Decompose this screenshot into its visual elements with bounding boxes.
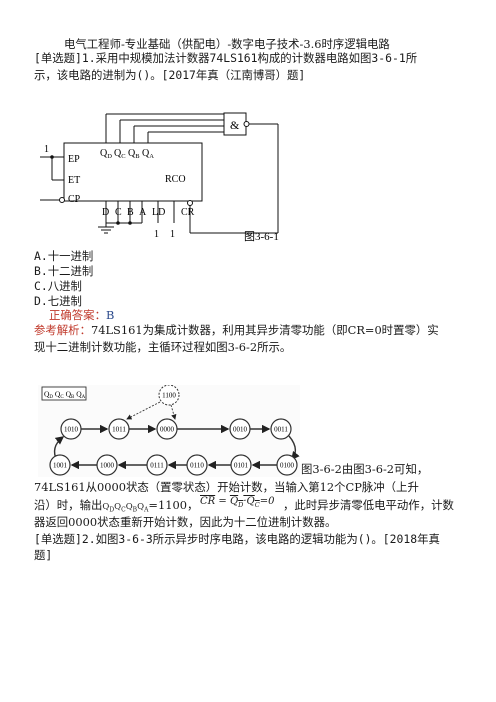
pin-cp: CP [68,194,81,205]
option-c[interactable]: C.八进制 [34,279,82,293]
analysis-text-4c: ，此时异步清零低电平动作，计数 [283,498,454,512]
state-label: 1000 [100,462,115,470]
page-title: 电气工程师-专业基础（供配电）-数字电子技术-3.6时序逻辑电路 [64,37,390,51]
state-legend-box [41,386,87,401]
ld-input-value-2: 1 [170,229,175,240]
analysis-line-1: 参考解析：74LS161为集成计数器，利用其异步清零功能（即CR=0时置零）实 [34,322,439,338]
counter-circuit-figure: & 1 QD QC QB QA EP ET CP RCO D C B A LD … [40,112,279,243]
cr-formula: CR = QD·QC=0 [200,496,275,509]
pin-ep: EP [68,154,80,165]
state-label: 0110 [190,462,204,470]
cr-bar: CR [200,496,216,507]
state-node [270,418,292,440]
pin-ld: LD [152,207,165,218]
state-legend-label: QD QC QB QA [44,390,86,401]
analysis-line-5: 器返回0000状态重新开始计数，因此为十二位进制计数器。 [34,515,337,529]
analysis-text-4b: =1100， [148,498,199,512]
state-label: 1011 [112,426,126,434]
pin-rco: RCO [165,174,186,185]
pin-cr: CR [181,207,195,218]
qd-qc-product: QD·QC [229,496,260,509]
analysis-line-2: 现十二进制计数功能，主循环过程如图3-6-2所示。 [34,340,292,354]
state-node [49,454,71,476]
state-row-bottom: 1001 1000 0111 0110 0101 0100 [49,454,298,476]
and-gate-symbol: & [230,118,240,132]
question-1-line-2: 示，该电路的进制为()。[2017年真（江南博哥）题] [34,68,306,82]
option-b[interactable]: B.十二进制 [34,264,94,278]
ld-input-value-1: 1 [154,229,159,240]
output-q-formula: QDQCQBQA [102,502,149,514]
analysis-text-4a: 沿）时，输出 [34,498,103,512]
answer-value: B [105,308,115,322]
figure-3-6-2-caption: 图3-6-2由图3-6-2可知， [301,462,429,476]
option-d[interactable]: D.七进制 [34,294,82,308]
question-2-line-2: 题] [34,548,53,562]
state-label: 0100 [280,462,295,470]
analysis-text-1: 74LS161为集成计数器，利用其异步清零功能（即CR=0时置零）实 [90,323,439,337]
pin-qc: QC [114,148,126,160]
answer-row: 正确答案：B [49,307,114,323]
pin-c: C [115,207,122,218]
analysis-line-4: 沿）时，输出QDQCQBQA=1100， [34,497,198,519]
pin-d: D [102,207,109,218]
answer-label: 正确答案： [49,308,106,322]
ep-input-value: 1 [44,144,49,155]
pin-b: B [127,207,134,218]
pin-qd: QD [100,148,112,160]
figure-3-6-1-caption: 图3-6-1 [244,230,279,243]
state-label: 1001 [53,462,68,470]
analysis-line-3: 74LS161从0000状态（置零状态）开始计数，当输入第12个CP脉冲（上升 [34,480,419,494]
question-2-line-1: [单选题]2.如图3-6-3所示异步时序电路，该电路的逻辑功能为()。[2018… [34,532,440,546]
pin-qb: QB [128,148,140,160]
state-label: 0101 [234,462,249,470]
question-1-line-1: [单选题]1.采用中规模加法计数器74LS161构成的计数器电路如图3-6-1所 [34,51,418,65]
state-label: 0111 [150,462,164,470]
pin-et: ET [68,175,80,186]
pin-qa: QA [142,148,154,160]
state-label: 0011 [274,426,288,434]
state-label: 0010 [233,426,248,434]
state-node-1100 [158,385,180,406]
state-label: 0000 [160,426,175,434]
state-diagram-figure: QD QC QB QA 1100 1010 1011 0000 0010 001… [38,385,300,477]
state-label-1100: 1100 [162,392,176,400]
state-label: 1010 [64,426,79,434]
option-a[interactable]: A.十一进制 [34,249,94,263]
analysis-label: 参考解析： [34,323,91,337]
pin-a: A [139,207,147,218]
counter-chip-74ls161 [63,142,203,202]
